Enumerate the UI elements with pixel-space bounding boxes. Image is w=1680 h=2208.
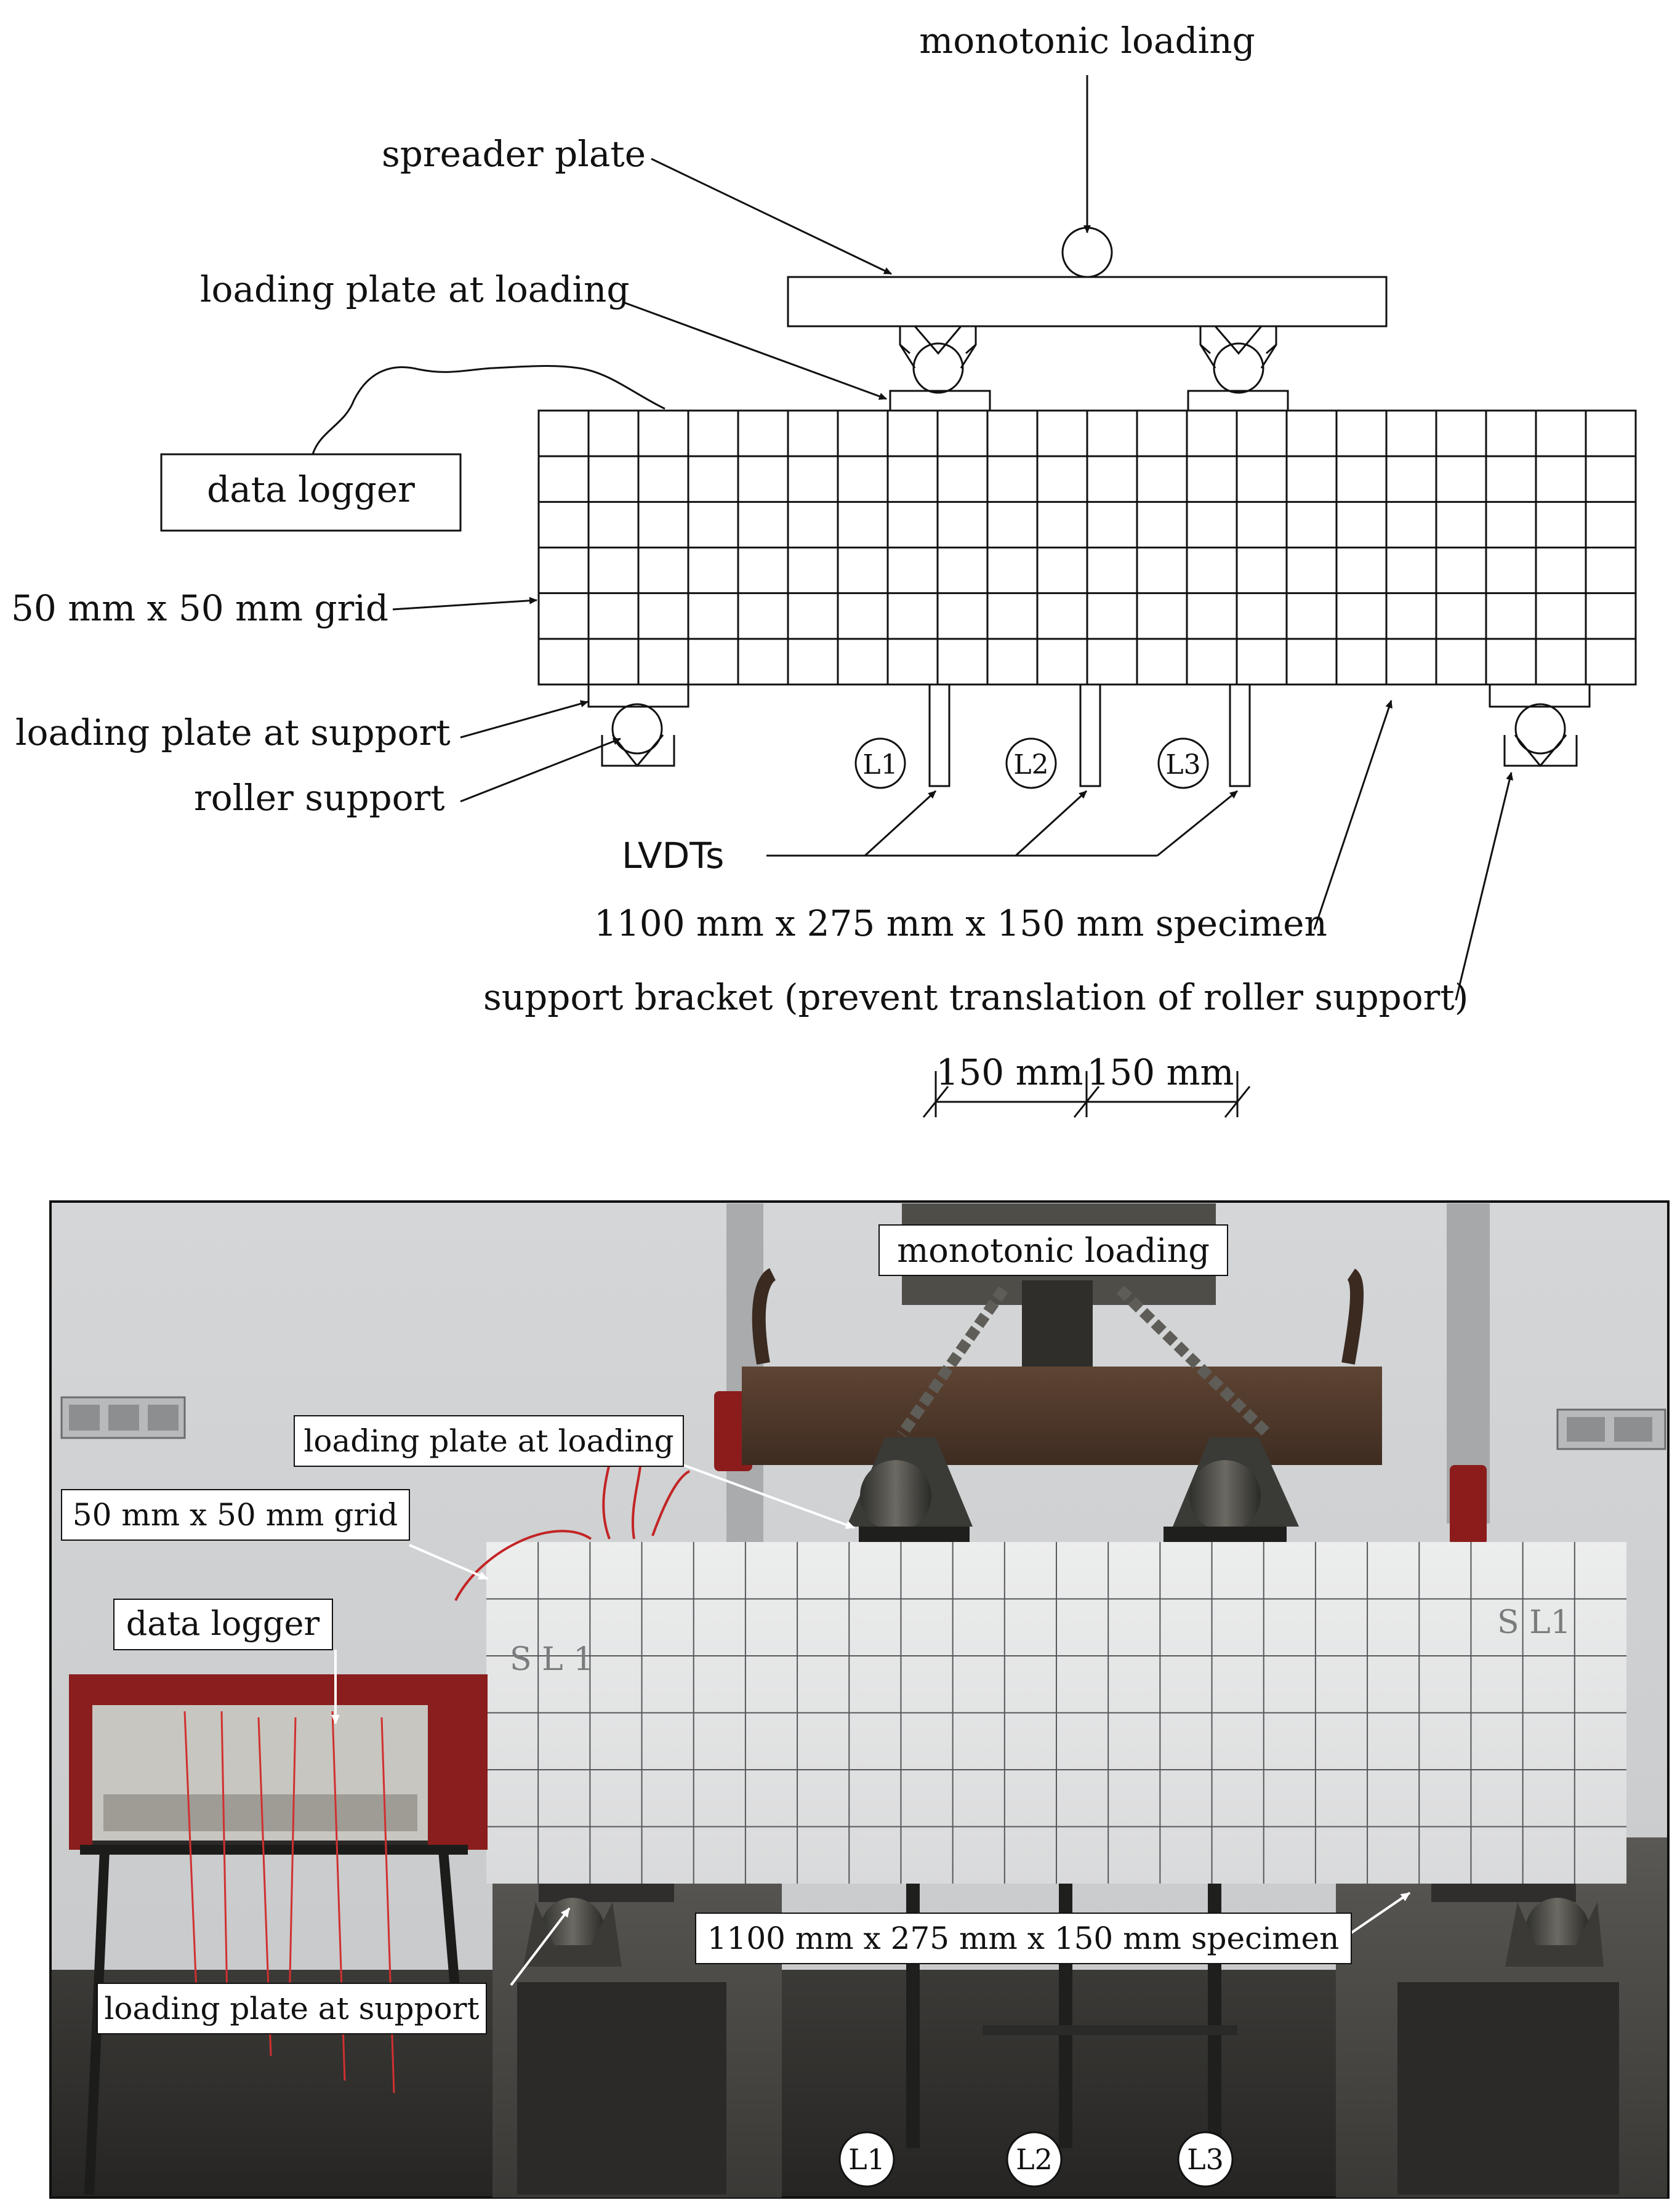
lvdt-tag-3: L3 [1165,749,1200,781]
label-dim-left: 150 mm [936,1051,1083,1093]
dimension-150mm [922,1071,1251,1118]
lvdt-tag-2-circle [1005,737,1057,789]
roller-support-leader [460,737,621,803]
specimen-mark-right: S L1 [1497,1604,1571,1641]
upper-roller-left [860,1460,931,1532]
photo-label-loading-plate-at-support: loading plate at support [104,1991,479,2026]
spreader-roller-left [899,326,977,394]
label-lvdts: LVDTs [622,835,724,877]
loading-plate-at-loading-right [1187,390,1289,412]
specimen-grid [537,409,1637,686]
loading-plate-at-loading-left [889,390,991,412]
label-loading-plate-at-support: loading plate at support [15,712,451,753]
loading-plate-at-loading-leader [624,302,887,400]
lvdt-tag-1: L1 [862,749,898,781]
photo-lvdt-tag-2: L2 [1016,2143,1053,2176]
photo-loading-plate-left [859,1527,970,1543]
lvdt-tag-1-circle [854,737,906,789]
loading-plate-at-support-left [587,683,689,708]
lifting-hook-left [752,1268,777,1365]
photo-lvdt-tag-2-circle [1006,2131,1063,2188]
chain-left [897,1286,1008,1438]
spreader-plate-leader [651,158,892,275]
support-bracket-leader [1455,772,1513,1001]
photo-lvdt-tag-1-circle [838,2131,895,2188]
label-dim-right: 150 mm [1087,1051,1234,1093]
red-device-right [1450,1465,1487,1545]
spreader-beam [742,1367,1382,1465]
roller-support-left [601,703,675,768]
photo-support-leader [510,1907,571,1986]
photo-specimen-grid [486,1542,1626,1884]
label-roller-support: roller support [194,777,445,819]
specimen-leader [1313,700,1393,930]
label-specimen: 1100 mm x 275 mm x 150 mm specimen [594,902,1327,944]
photo-lvdt-tag-1: L1 [848,2143,885,2176]
chain-right [1116,1285,1272,1439]
photo-lvdt-tag-3-circle [1177,2131,1234,2188]
photo-loading-plate-leader [683,1464,855,1529]
photo-label-data-logger: data logger [126,1604,320,1643]
data-logger-cable [311,365,665,455]
label-data-logger: data logger [207,468,415,510]
label-monotonic-loading: monotonic loading [919,20,1255,62]
load-roller [1061,227,1113,278]
photo-label-specimen: 1100 mm x 275 mm x 150 mm specimen [707,1921,1340,1956]
photo-label-loading-plate-at-loading: loading plate at loading [303,1423,673,1459]
lvdt-2 [1079,683,1101,787]
label-grid: 50 mm x 50 mm grid [11,587,388,629]
lvdt-1 [928,683,951,787]
label-loading-plate-at-loading: loading plate at loading [200,268,630,310]
photo-label-grid: 50 mm x 50 mm grid [73,1497,398,1533]
loading-plate-at-support-right [1489,683,1591,708]
logger-wires [183,1711,395,2094]
photo-panel: S L 1 S L1 L1 L2 L3 [49,1200,1670,2199]
loading-plate-at-support-leader [460,700,589,739]
schematic-diagram [160,75,1637,1118]
lvdt-3 [1229,683,1251,787]
grid-leader [392,596,537,611]
label-support-bracket: support bracket (prevent translation of … [483,976,1468,1018]
label-spreader-plate: spreader plate [382,133,646,175]
upper-roller-right [1189,1460,1261,1532]
spreader-roller-right [1199,326,1277,394]
photo-grid-leader [409,1544,488,1580]
photo-specimen-leader [1350,1892,1411,1934]
lvdt-tag-2: L2 [1013,749,1048,781]
lifting-hook-right [1341,1268,1364,1365]
photo-loading-plate-right [1164,1527,1287,1543]
lvdt-tag-3-circle [1157,737,1209,789]
schematic-labels: monotonic loading spreader plate loading… [11,20,1468,1093]
spreader-plate [787,276,1388,327]
sensor-wires [454,1415,690,1601]
roller-support-right [1503,703,1578,768]
specimen-mark-left: S L 1 [510,1641,593,1678]
data-logger-box [160,453,462,532]
photo-label-monotonic-loading: monotonic loading [897,1231,1210,1270]
photo-lvdt-tag-3: L3 [1187,2143,1224,2176]
